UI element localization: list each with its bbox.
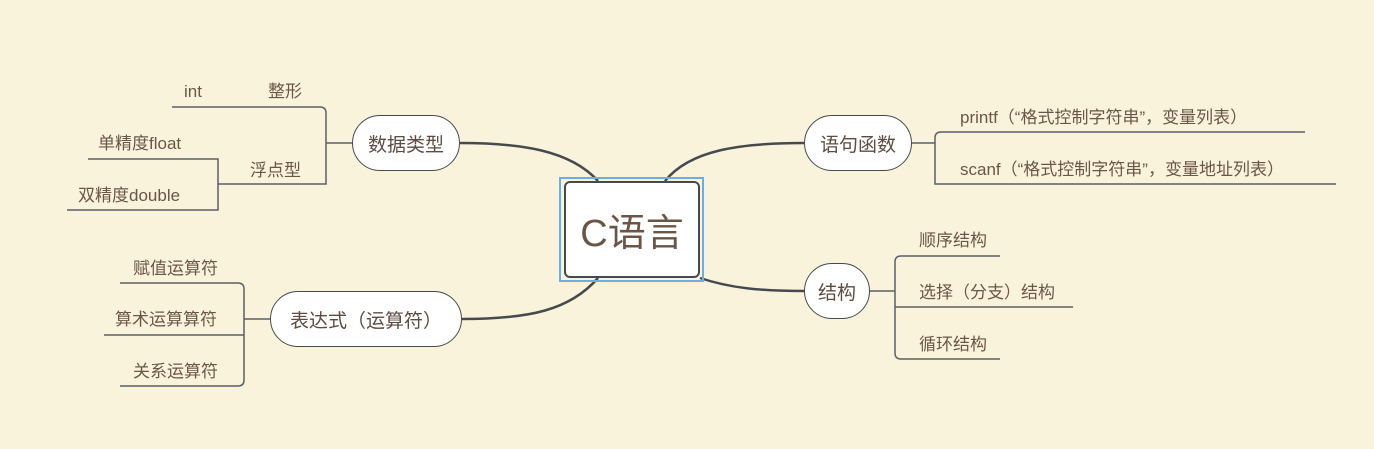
subtopic-single-float[interactable]: 单精度float — [98, 134, 182, 153]
subtopic-scanf[interactable]: scanf（“格式控制字符串”，变量地址列表） — [960, 160, 1284, 179]
topic-label: 语句函数 — [819, 134, 896, 156]
topic-statements[interactable]: 语句函数 — [804, 115, 912, 171]
subtopic-double[interactable]: 双精度double — [78, 186, 181, 205]
curve-to-expressions — [461, 277, 599, 321]
central-topic[interactable]: C语言 — [564, 181, 700, 278]
topic-structure[interactable]: 结构 — [804, 263, 870, 319]
subtopic-integer[interactable]: 整形 — [268, 82, 302, 101]
subtopic-sequential[interactable]: 顺序结构 — [919, 231, 987, 250]
central-topic-label: C语言 — [580, 213, 684, 255]
subtopic-relational-operator[interactable]: 关系运算符 — [133, 362, 218, 381]
curve-to-statements — [664, 141, 805, 182]
subtopic-loop[interactable]: 循环结构 — [919, 335, 987, 354]
subtopic-int[interactable]: int — [184, 82, 202, 101]
subtopic-selection[interactable]: 选择（分支）结构 — [919, 283, 1055, 302]
selection-outline — [559, 177, 704, 282]
topic-label: 结构 — [817, 282, 856, 304]
topic-data-types[interactable]: 数据类型 — [352, 115, 460, 171]
subtopic-assignment-operator[interactable]: 赋值运算符 — [133, 259, 218, 278]
subtopic-float[interactable]: 浮点型 — [250, 161, 301, 180]
subtopic-arithmetic-operator[interactable]: 算术运算算符 — [115, 310, 217, 329]
curve-to-structure — [699, 276, 805, 293]
topic-label: 表达式（运算符） — [289, 310, 442, 332]
topic-label: 数据类型 — [367, 134, 444, 156]
subtopic-printf[interactable]: printf（“格式控制字符串”，变量列表） — [960, 108, 1248, 127]
curve-to-data-types — [459, 141, 599, 182]
topic-expressions[interactable]: 表达式（运算符） — [270, 291, 462, 347]
